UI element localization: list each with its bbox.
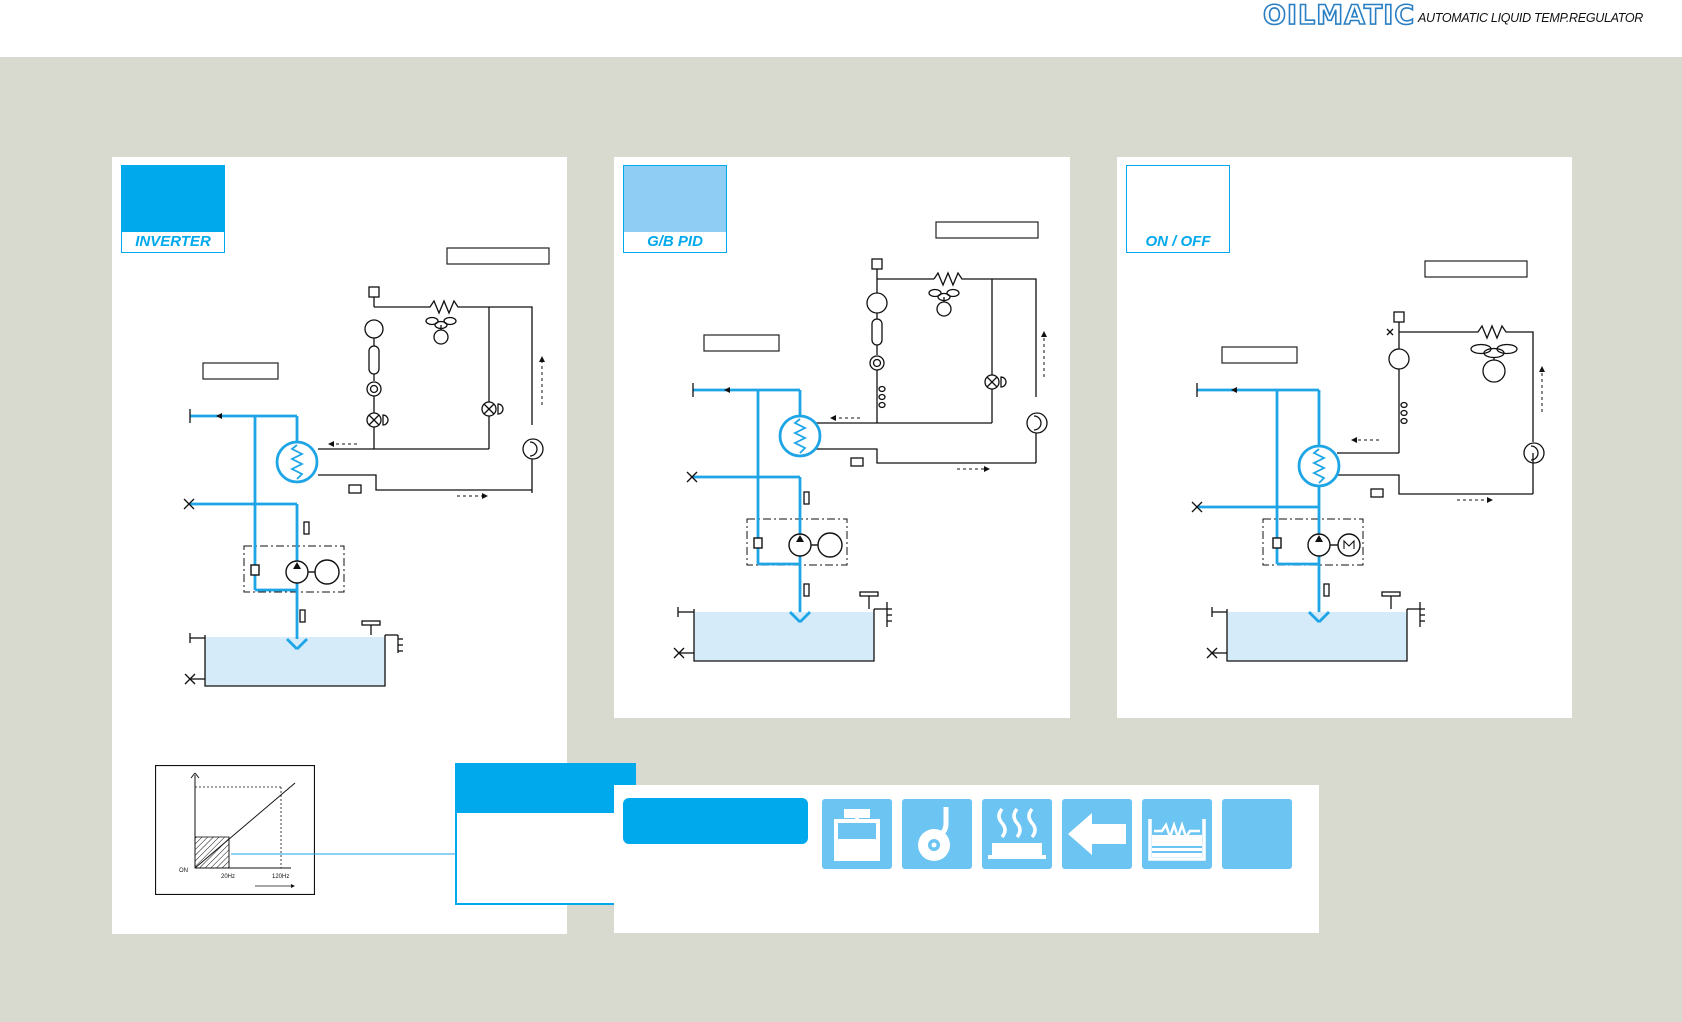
inverter-frequency-chart: ON 20Hz 120Hz: [155, 765, 315, 895]
label-box: [1221, 346, 1298, 364]
mode-badge-fill: [122, 166, 224, 232]
gb-pid-schematic: [673, 221, 1048, 662]
pump-arrow: [293, 562, 301, 569]
chart-x-tick-label: 120Hz: [272, 874, 289, 880]
oil-tank: [204, 635, 386, 687]
refrigerant-circuit: [809, 258, 1048, 467]
arrow-heads: [830, 331, 1047, 472]
mode-label: G/B PID: [647, 233, 703, 250]
flow-arrows: [334, 362, 543, 497]
fluid-circuit-fittings: [1191, 383, 1330, 597]
fluid-circuit: [693, 388, 822, 623]
mode-badge-fill: [1127, 166, 1229, 232]
features-panel: [614, 785, 1319, 933]
arrow-left-icon: [1062, 799, 1132, 869]
chart-hatched-zone: [194, 836, 230, 869]
on-off-schematic: [1191, 260, 1545, 662]
panel-gb-pid: G/B PID: [614, 157, 1070, 718]
fluid-circuit: [1197, 388, 1341, 623]
tank-icon: [822, 799, 892, 869]
fluid-circuit: [190, 414, 319, 650]
oil-tank: [693, 609, 875, 662]
chart-y-tick-label: ON: [179, 868, 188, 874]
label-box: [446, 247, 550, 265]
page-header: OILMATIC AUTOMATIC LIQUID TEMP.REGULATOR: [0, 0, 1682, 57]
panel-on-off: ON / OFF: [1117, 157, 1572, 718]
mode-badge-inverter: INVERTER: [121, 165, 225, 253]
tank-fittings: [1206, 591, 1425, 659]
inverter-schematic: [183, 247, 550, 687]
mode-badge-gb-pid: G/B PID: [623, 165, 727, 253]
pump-motor: [250, 559, 340, 585]
chart-x-tick-label: 20Hz: [221, 874, 235, 880]
panel-inverter: INVERTER: [112, 157, 636, 934]
tank-fittings: [184, 620, 403, 685]
mode-label: INVERTER: [135, 233, 211, 250]
label-box: [703, 334, 780, 352]
oil-tank: [1226, 609, 1408, 662]
motor-symbol: [1343, 539, 1355, 549]
label-box: [935, 221, 1039, 239]
inverter-legend-box: [455, 763, 636, 905]
fluid-arrow-heads: [216, 413, 222, 419]
brand-logo: OILMATIC: [1262, 0, 1416, 32]
bath-heater-icon: [1142, 799, 1212, 869]
mode-label: ON / OFF: [1145, 233, 1211, 250]
flow-arrows: [836, 337, 1045, 470]
pump-arrow: [796, 535, 804, 542]
fluid-circuit-fittings: [686, 383, 810, 597]
brand-tagline: AUTOMATIC LIQUID TEMP.REGULATOR: [1418, 11, 1643, 25]
refrigerant-circuit: [1337, 311, 1545, 498]
mode-badge-on-off: ON / OFF: [1126, 165, 1230, 253]
flow-arrows: [1357, 372, 1543, 501]
heater-icon: [982, 799, 1052, 869]
mode-badge-fill: [624, 166, 726, 232]
fluid-circuit-fittings: [183, 409, 310, 623]
oil-tank-fluid: [694, 612, 874, 661]
legend-box-header: [457, 765, 634, 813]
pump-motor: [753, 532, 843, 558]
label-box: [1424, 260, 1528, 278]
tank-fittings: [673, 591, 892, 659]
arrow-heads: [328, 356, 545, 499]
refrigerant-circuit: [318, 286, 544, 494]
caster-wheel-icon: [902, 799, 972, 869]
pump-motor: [1272, 533, 1361, 557]
pump-arrow: [1315, 535, 1323, 542]
blank-icon: [1222, 799, 1292, 869]
label-box: [202, 362, 279, 380]
features-title-bar: [623, 798, 808, 844]
arrow-heads: [1351, 366, 1545, 503]
pump-unit-box: [243, 545, 345, 593]
oil-tank-fluid: [205, 637, 385, 686]
